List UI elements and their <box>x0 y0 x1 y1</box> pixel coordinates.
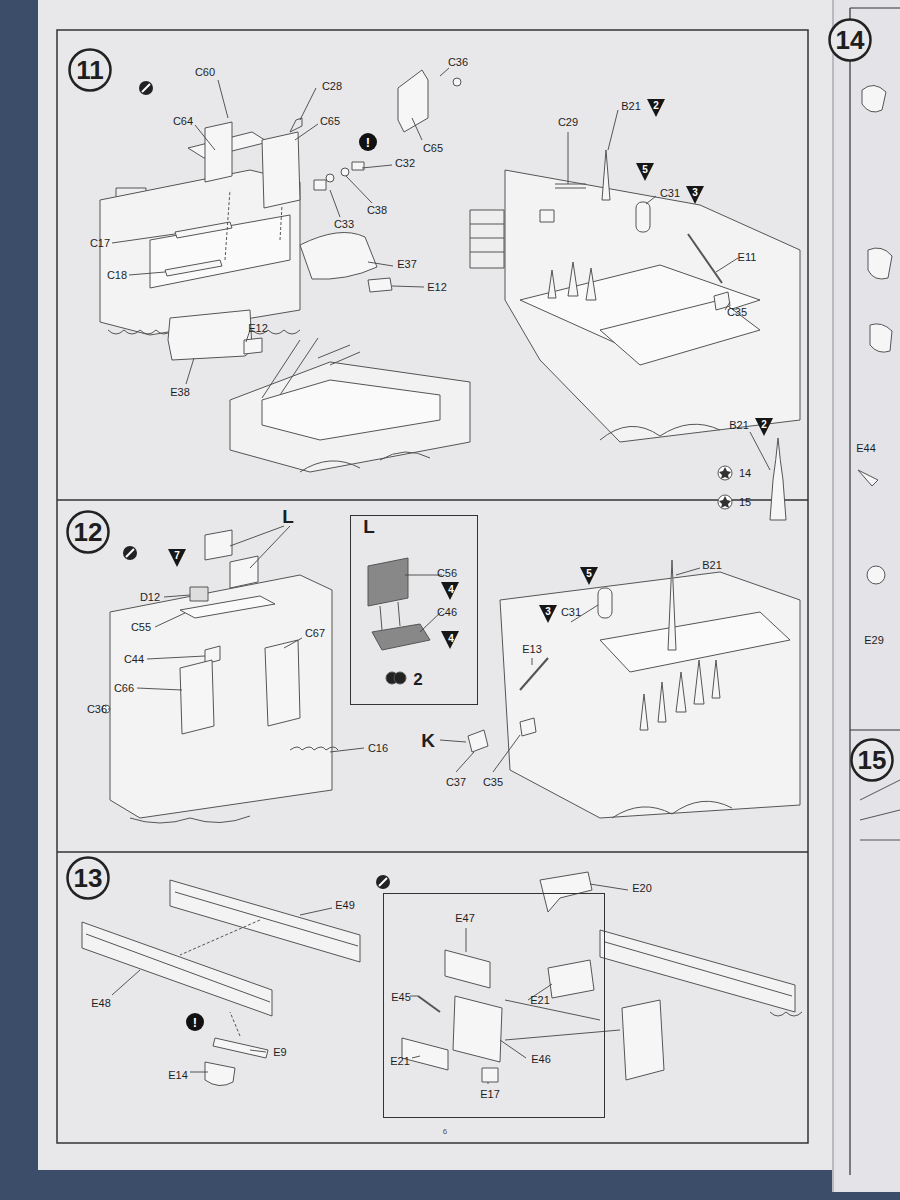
warning-mark: ! <box>193 1016 197 1029</box>
part-number: C37 <box>446 777 466 788</box>
part-number: C17 <box>90 238 110 249</box>
part-number: E45 <box>391 992 411 1003</box>
step-circle: 11 <box>68 48 112 92</box>
part-number: C16 <box>368 743 388 754</box>
part-number: E21 <box>530 995 550 1006</box>
part-number: C18 <box>107 270 127 281</box>
part-number: C65 <box>320 116 340 127</box>
part-number: B21 <box>729 420 749 431</box>
part-number: C38 <box>367 205 387 216</box>
part-number: C31 <box>660 188 680 199</box>
part-number: C36 <box>448 57 468 68</box>
part-number: 15 <box>739 497 751 508</box>
part-number: E14 <box>168 1070 188 1081</box>
part-number: C55 <box>131 622 151 633</box>
paint-marker: 5 <box>642 165 648 175</box>
page-number: 6 <box>443 1128 447 1136</box>
quantity: 2 <box>413 671 422 688</box>
part-number: B21 <box>621 101 641 112</box>
paint-marker: 4 <box>448 634 454 644</box>
part-number: C56 <box>437 568 457 579</box>
step-circle: 15 <box>850 738 894 782</box>
part-number: E20 <box>632 883 652 894</box>
part-number: C65 <box>423 143 443 154</box>
part-number: D12 <box>140 592 160 603</box>
step-number: 14 <box>836 27 865 53</box>
part-number: E12 <box>248 323 268 334</box>
paint-marker: 3 <box>692 188 698 198</box>
part-number: C67 <box>305 628 325 639</box>
part-number: E29 <box>864 635 884 646</box>
part-number: C36 <box>87 704 107 715</box>
step-circle: 13 <box>66 856 110 900</box>
part-number: C66 <box>114 683 134 694</box>
part-number: C44 <box>124 654 144 665</box>
paint-marker: 2 <box>653 101 659 111</box>
part-number: E46 <box>531 1054 551 1065</box>
part-number: C35 <box>483 777 503 788</box>
paint-marker: 3 <box>545 607 551 617</box>
part-number: E12 <box>427 282 447 293</box>
paint-marker: 5 <box>586 569 592 579</box>
step-number: 11 <box>76 57 104 83</box>
part-number: E17 <box>480 1089 500 1100</box>
part-number: E44 <box>856 443 876 454</box>
part-number: E21 <box>390 1056 410 1067</box>
part-number: C60 <box>195 67 215 78</box>
paint-marker: 7 <box>174 551 180 561</box>
paint-marker: 2 <box>761 420 767 430</box>
part-number: C31 <box>561 607 581 618</box>
part-number: B21 <box>702 560 722 571</box>
step-number: 13 <box>74 865 103 891</box>
part-number: C64 <box>173 116 193 127</box>
part-number: E49 <box>335 900 355 911</box>
warning-mark: ! <box>366 136 370 149</box>
part-number: E48 <box>91 998 111 1009</box>
inset-box: LC564C4642 <box>350 515 478 705</box>
part-number: C29 <box>558 117 578 128</box>
inset-box: E47E45E21E46E17 <box>383 893 605 1118</box>
subassembly-letter: L <box>363 517 375 536</box>
part-number: E38 <box>170 387 190 398</box>
subassembly-letter: K <box>421 731 435 750</box>
part-number: C28 <box>322 81 342 92</box>
step-number: 12 <box>74 519 103 545</box>
part-number: C33 <box>334 219 354 230</box>
part-number: E37 <box>397 259 417 270</box>
part-number: C35 <box>727 307 747 318</box>
part-number: C32 <box>395 158 415 169</box>
subassembly-letter: L <box>282 507 294 526</box>
step-number: 15 <box>858 747 887 773</box>
part-number: 14 <box>739 468 751 479</box>
step-circle: 12 <box>66 510 110 554</box>
step-circle: 14 <box>828 18 872 62</box>
part-number: E9 <box>273 1047 286 1058</box>
part-number: E11 <box>738 252 757 263</box>
part-number: C46 <box>437 607 457 618</box>
part-number: E47 <box>455 913 475 924</box>
paint-marker: 4 <box>448 585 454 595</box>
part-number: E13 <box>522 644 542 655</box>
